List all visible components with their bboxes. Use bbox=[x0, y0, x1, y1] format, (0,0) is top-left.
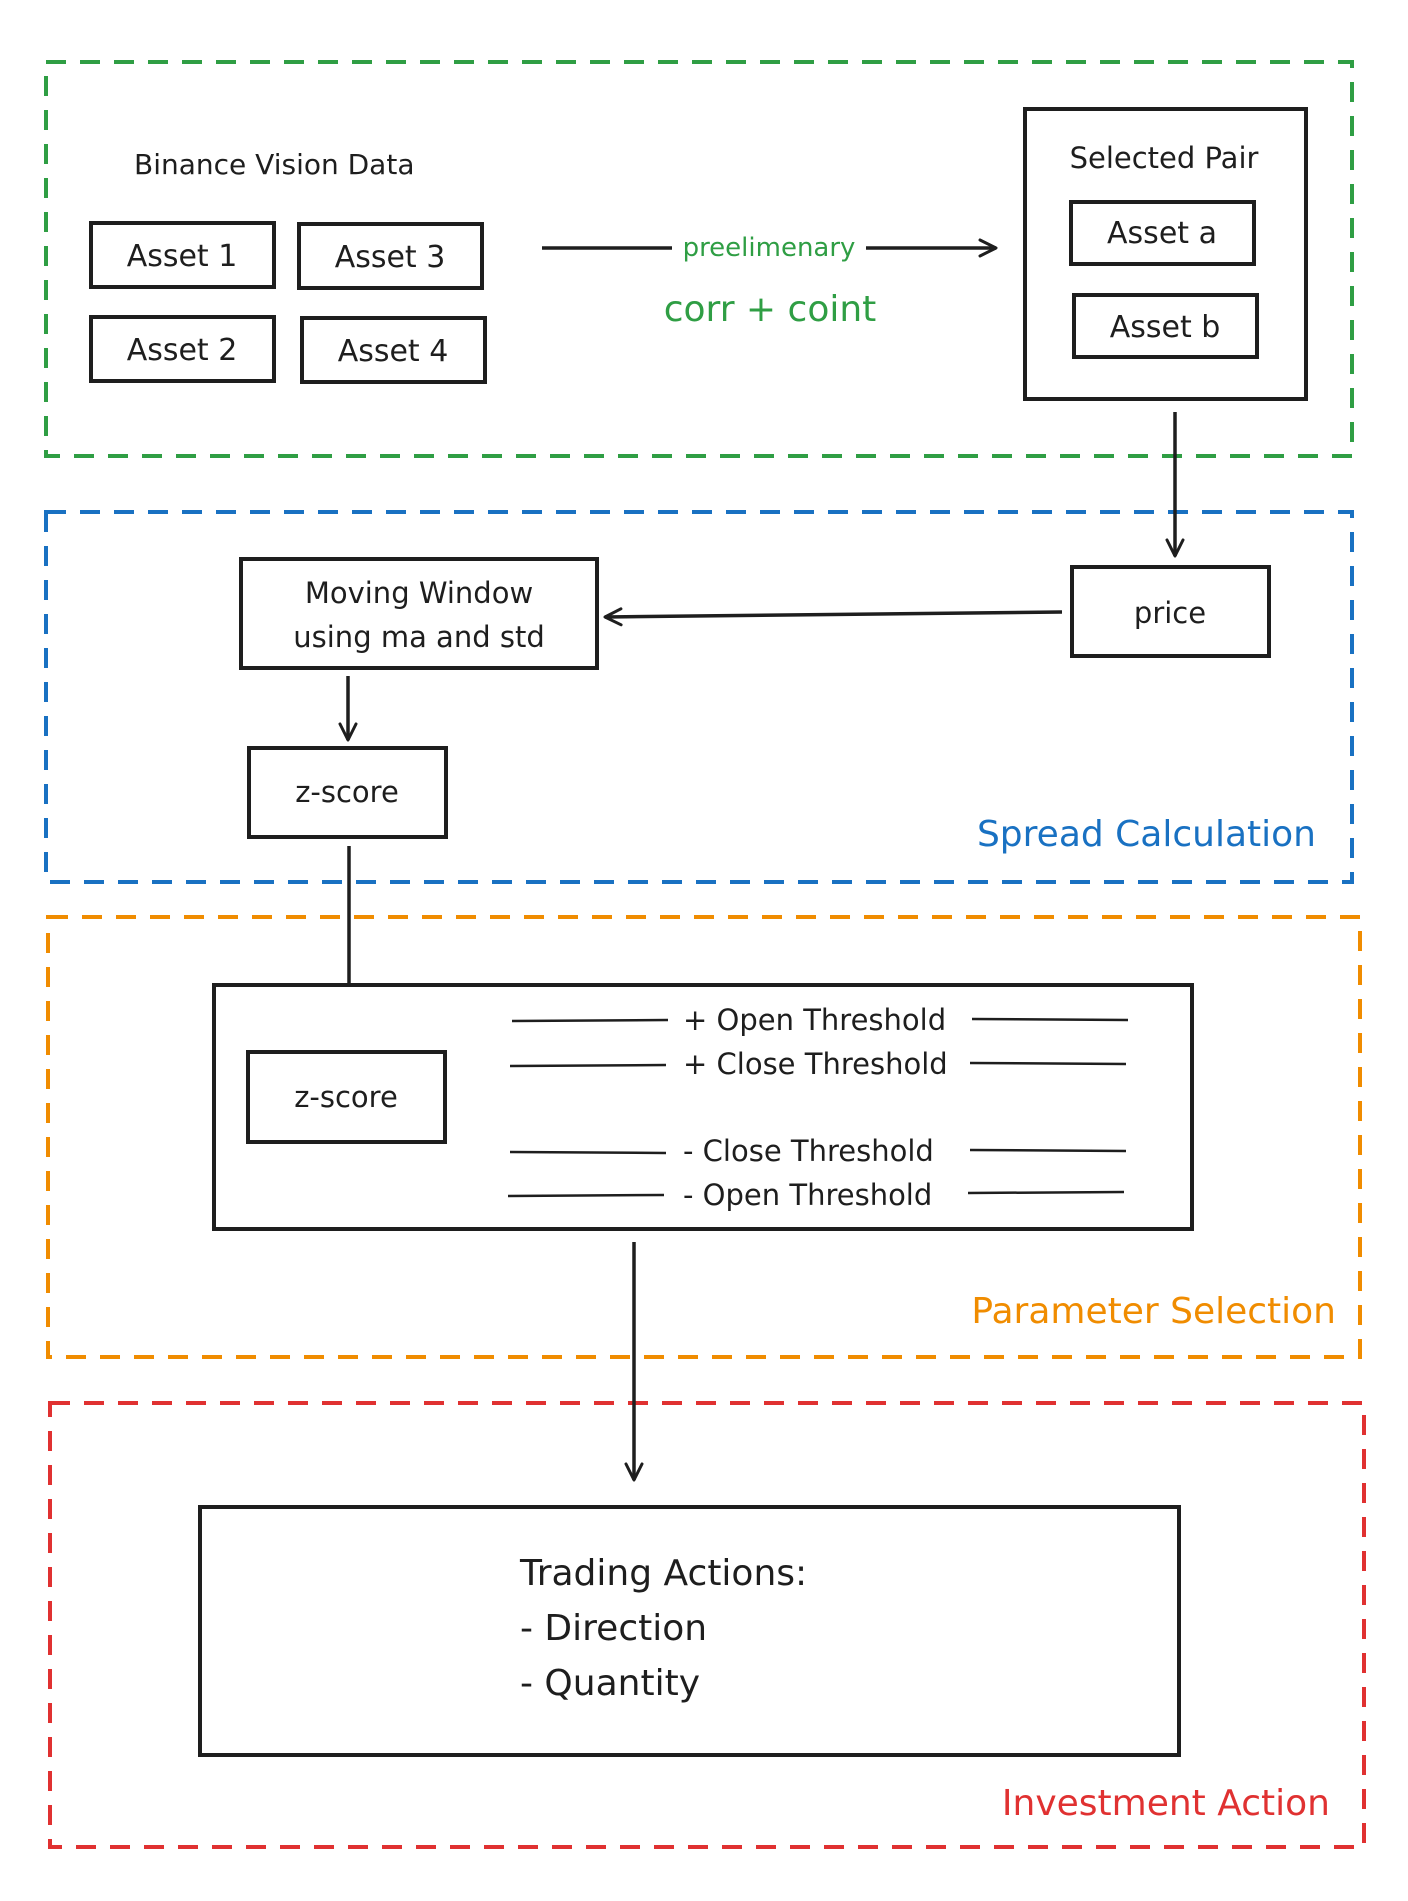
pair-asset-label: Asset a bbox=[1107, 216, 1217, 251]
spread-calculation-label: Spread Calculation bbox=[977, 814, 1316, 855]
asset-node[interactable] bbox=[300, 316, 487, 384]
spread-calculation-group bbox=[44, 510, 1354, 884]
asset-node-label: Asset 1 bbox=[127, 239, 238, 274]
price-to-window-arrow bbox=[603, 607, 1063, 627]
threshold-line bbox=[971, 1017, 1129, 1022]
parameter-selection-label: Parameter Selection bbox=[971, 1291, 1336, 1332]
threshold-line bbox=[967, 1190, 1125, 1195]
pair-asset-node[interactable] bbox=[1069, 200, 1256, 266]
threshold-label: + Open Threshold bbox=[683, 1003, 946, 1037]
threshold-line bbox=[511, 1018, 669, 1023]
data-selection-group bbox=[44, 60, 1354, 458]
spread-zscore-label: z-score bbox=[295, 775, 399, 809]
moving-window-label-line2: using ma and std bbox=[293, 620, 544, 654]
threshold-line bbox=[507, 1193, 665, 1198]
threshold-label: - Open Threshold bbox=[683, 1178, 932, 1212]
investment-action-label: Investment Action bbox=[1002, 1783, 1330, 1824]
trading-action-item: - Quantity bbox=[520, 1663, 700, 1704]
price-node[interactable] bbox=[1070, 565, 1271, 658]
filter-label-top: preelimenary bbox=[683, 233, 856, 263]
asset-node[interactable] bbox=[297, 222, 484, 290]
pair-asset-node[interactable] bbox=[1072, 293, 1259, 359]
filter-label-backdrop bbox=[672, 228, 866, 262]
investment-action-group bbox=[48, 1401, 1366, 1849]
moving-window-label-line1: Moving Window bbox=[305, 576, 533, 610]
price-label: price bbox=[1134, 596, 1206, 630]
pair-asset-label: Asset b bbox=[1110, 310, 1221, 345]
threshold-lines bbox=[507, 1017, 1129, 1198]
spread-zscore-node[interactable] bbox=[247, 746, 448, 839]
threshold-zscore-label: z-score bbox=[294, 1080, 398, 1114]
asset-node-label: Asset 2 bbox=[127, 333, 238, 368]
filter-label-bottom: corr + coint bbox=[664, 289, 877, 330]
trading-actions-title: Trading Actions: bbox=[519, 1553, 807, 1594]
selected-pair-title: Selected Pair bbox=[1070, 141, 1259, 175]
threshold-line bbox=[509, 1063, 667, 1068]
asset-node-label: Asset 3 bbox=[335, 240, 446, 275]
source-title: Binance Vision Data bbox=[134, 148, 414, 181]
trading-actions-node[interactable] bbox=[198, 1505, 1181, 1757]
trading-action-item: - Direction bbox=[520, 1608, 707, 1649]
threshold-label: - Close Threshold bbox=[683, 1134, 934, 1168]
threshold-line bbox=[969, 1061, 1127, 1066]
threshold-line bbox=[509, 1150, 667, 1155]
asset-node[interactable] bbox=[89, 221, 276, 289]
moving-window-node[interactable] bbox=[239, 557, 599, 670]
asset-node-label: Asset 4 bbox=[338, 334, 449, 369]
source-asset-list: Asset 1 Asset 3 Asset 2 Asset 4 bbox=[89, 221, 487, 384]
asset-node[interactable] bbox=[89, 315, 276, 383]
parameter-selection-group bbox=[46, 915, 1362, 1359]
threshold-zscore-node[interactable] bbox=[246, 1050, 447, 1144]
threshold-label: + Close Threshold bbox=[683, 1047, 948, 1081]
threshold-line bbox=[969, 1148, 1127, 1153]
